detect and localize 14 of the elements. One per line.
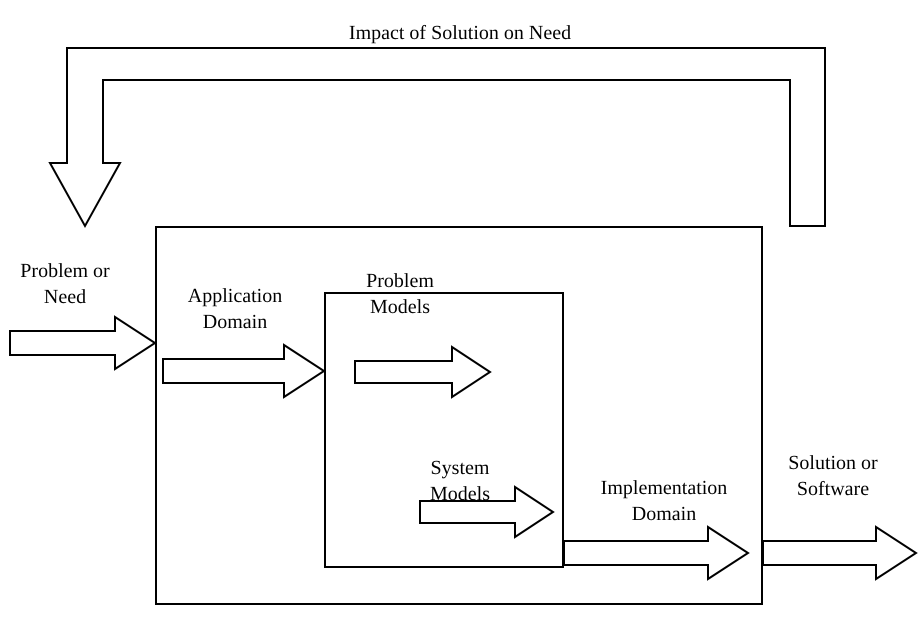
block-arrow bbox=[48, 47, 826, 228]
block-arrow bbox=[9, 315, 157, 371]
frame-box bbox=[155, 226, 763, 605]
arrow-label: System Models bbox=[429, 456, 491, 507]
edge-label: Solution or Software bbox=[787, 451, 879, 502]
block-arrow bbox=[762, 525, 918, 581]
edge-label: Problem or Need bbox=[19, 259, 111, 310]
edge-label: Implementation Domain bbox=[600, 476, 728, 527]
arrow-label: Problem Models bbox=[365, 269, 435, 320]
block-arrow bbox=[563, 525, 750, 581]
edge-label: Impact of Solution on Need bbox=[348, 21, 572, 46]
frame-box bbox=[324, 292, 564, 568]
edge-label: Application Domain bbox=[186, 284, 284, 335]
block-arrow bbox=[162, 343, 326, 399]
